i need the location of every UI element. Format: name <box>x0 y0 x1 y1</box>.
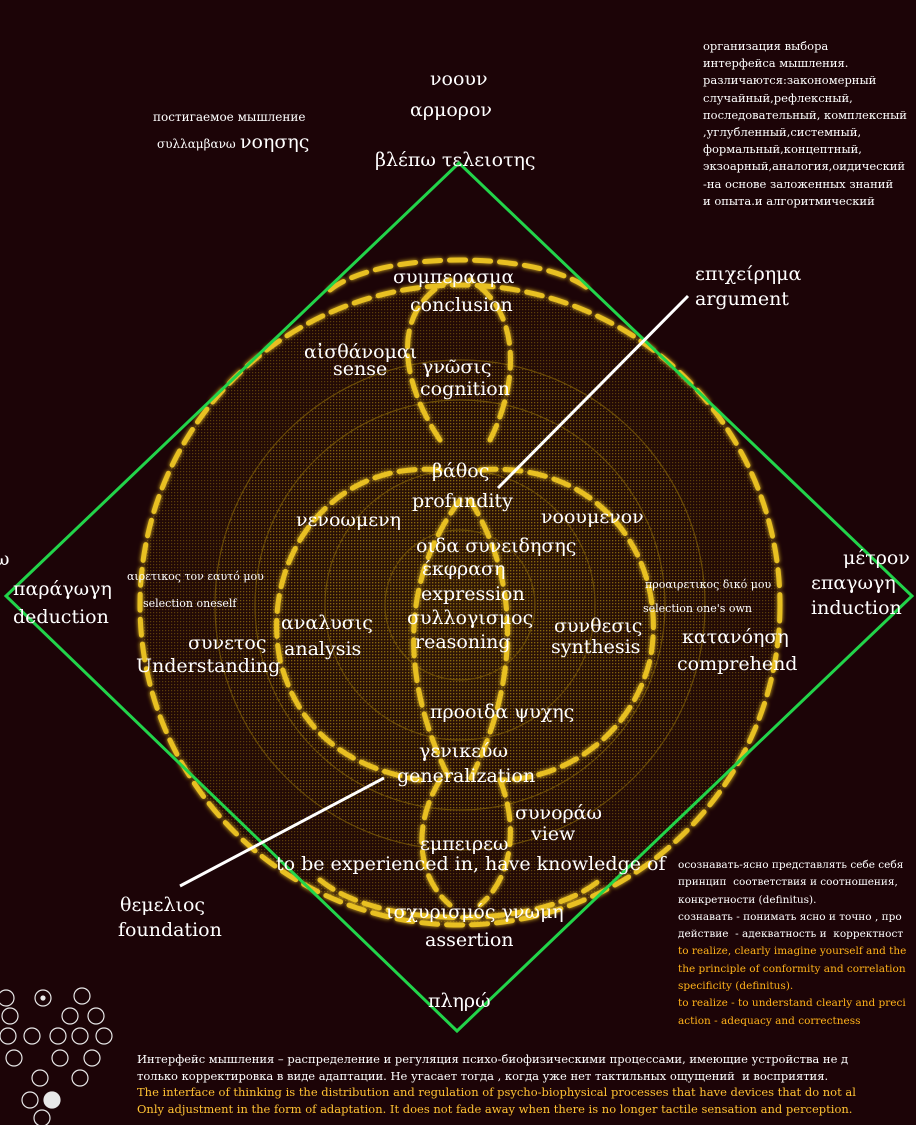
label-airetikos: αιρετικος τον εαυτό μου <box>127 570 264 583</box>
label-epicheirima: επιχείρημα <box>695 263 802 285</box>
emblem-16 <box>71 1069 89 1087</box>
label-genikevo: γενικεύω <box>419 740 508 762</box>
emblem-9 <box>49 1027 67 1045</box>
label-syllogismos: συλλογισμος <box>407 607 534 629</box>
label-synthesis-greek: συνθεσις <box>554 615 643 637</box>
label-expression: expression <box>421 583 525 605</box>
label-analysis-greek: αναλυσις <box>281 612 373 634</box>
label-conclusion: conclusion <box>410 294 513 316</box>
label-proairetikos: προαιρετικος δικό μου <box>645 578 772 591</box>
label-ekfrasi: έκφραση <box>422 558 506 580</box>
label-empeireo: εμπειρεω <box>420 833 509 855</box>
inner-left-loop <box>274 466 443 783</box>
label-understanding: Understanding <box>136 655 281 677</box>
label-ischyrismos-gnomi: ισχυρισμός γνωμη <box>386 901 564 923</box>
label-katanoisi: κατανόηση <box>682 626 789 648</box>
argument-pointer <box>496 294 690 490</box>
upper-lens-right <box>467 277 513 443</box>
label-deduction: deduction <box>13 606 109 628</box>
glow-arcs <box>137 257 783 928</box>
lower-lens-right <box>477 777 513 908</box>
label-profundity: profundity <box>412 490 513 512</box>
label-nooun: νοουν <box>430 68 488 90</box>
emblem-12 <box>5 1049 23 1067</box>
diamond-frame <box>3 160 915 1034</box>
label-assertion: assertion <box>425 929 514 951</box>
label-selection-own: selection one's own <box>643 602 752 615</box>
label-foundation: foundation <box>118 919 222 941</box>
label-cognition: cognition <box>420 378 510 400</box>
label-symperasma: συμπερασμα <box>393 266 515 288</box>
upper-loop <box>327 257 593 293</box>
emblem-8 <box>23 1027 41 1045</box>
emblem-2 <box>34 989 52 1007</box>
label-nooumenon: νοουμενον <box>541 506 644 528</box>
label-vathos: βάθος <box>432 460 490 482</box>
label-generalization: generalization <box>397 765 536 787</box>
label-pliro: πληρώ <box>428 990 491 1012</box>
emblem-1 <box>0 989 15 1007</box>
label-metron: μέτρον <box>843 547 910 569</box>
inner-right-loop <box>477 466 656 783</box>
footer-text: Интерфейс мышления – распределение и рег… <box>137 1052 856 1116</box>
emblem-10 <box>71 1027 89 1045</box>
label-analysis: analysis <box>284 638 362 660</box>
emblem-15 <box>31 1069 49 1087</box>
central-lens-right <box>467 497 510 783</box>
emblem-11 <box>95 1027 113 1045</box>
label-paragogi: παράγωγη <box>13 578 112 600</box>
emblem-4 <box>1 1007 19 1025</box>
emblem-7 <box>0 1027 17 1045</box>
label-nenoomeni: νενοωμενη <box>296 509 402 531</box>
emblem-18 <box>43 1091 61 1109</box>
emblem-14 <box>83 1049 101 1067</box>
label-reasoning: reasoning <box>415 631 511 653</box>
emblem-6 <box>87 1007 105 1025</box>
label-experienced: to be experienced in, have knowledge of <box>276 853 666 875</box>
label-sense: sense <box>333 358 388 380</box>
label-synorao: συνοράω <box>515 802 603 824</box>
central-lens-left <box>411 497 463 783</box>
label-selection-oneself: selection oneself <box>143 597 237 610</box>
emblem-3 <box>73 987 91 1005</box>
label-omega-edge: ω <box>0 548 10 570</box>
label-armoron: αρμορον <box>410 99 492 121</box>
lower-lens-left <box>419 777 453 908</box>
outer-glow-circle <box>137 282 783 928</box>
label-syllamvano: συλλαμβανω <box>157 137 236 151</box>
label-epagogi: επαγωγη <box>811 572 896 594</box>
label-synthesis: synthesis <box>551 636 641 658</box>
emblem-cluster <box>0 987 113 1125</box>
label-noisis: νοησης <box>240 131 310 153</box>
label-synetos: συνετος <box>188 632 267 654</box>
label-view: view <box>531 823 576 845</box>
label-blepo-teleiotis: βλέπω τελειοτης <box>375 149 536 171</box>
label-postigaemoe: постигаемое мышление <box>153 110 306 124</box>
upper-lens-left <box>405 277 453 443</box>
concentric-rings <box>140 285 780 925</box>
label-gnosis: γνῶσις <box>422 356 492 378</box>
label-argument: argument <box>695 288 789 310</box>
lower-loop <box>317 877 603 920</box>
label-comprehend: comprehend <box>677 653 798 675</box>
emblem-13 <box>51 1049 69 1067</box>
label-prooida-psychis: προοιδα ψυχης <box>430 701 575 723</box>
label-themelios: θεμελιος <box>120 894 206 916</box>
label-induction: induction <box>811 597 902 619</box>
emblem-19 <box>33 1109 51 1125</box>
label-oida-syneidisis: οιδα συνειδησης <box>416 535 577 557</box>
label-aisthanomai: αἰσθάνομαι <box>304 341 418 363</box>
emblem-5 <box>61 1007 79 1025</box>
foundation-pointer <box>179 776 385 888</box>
emblem-17 <box>21 1091 39 1109</box>
